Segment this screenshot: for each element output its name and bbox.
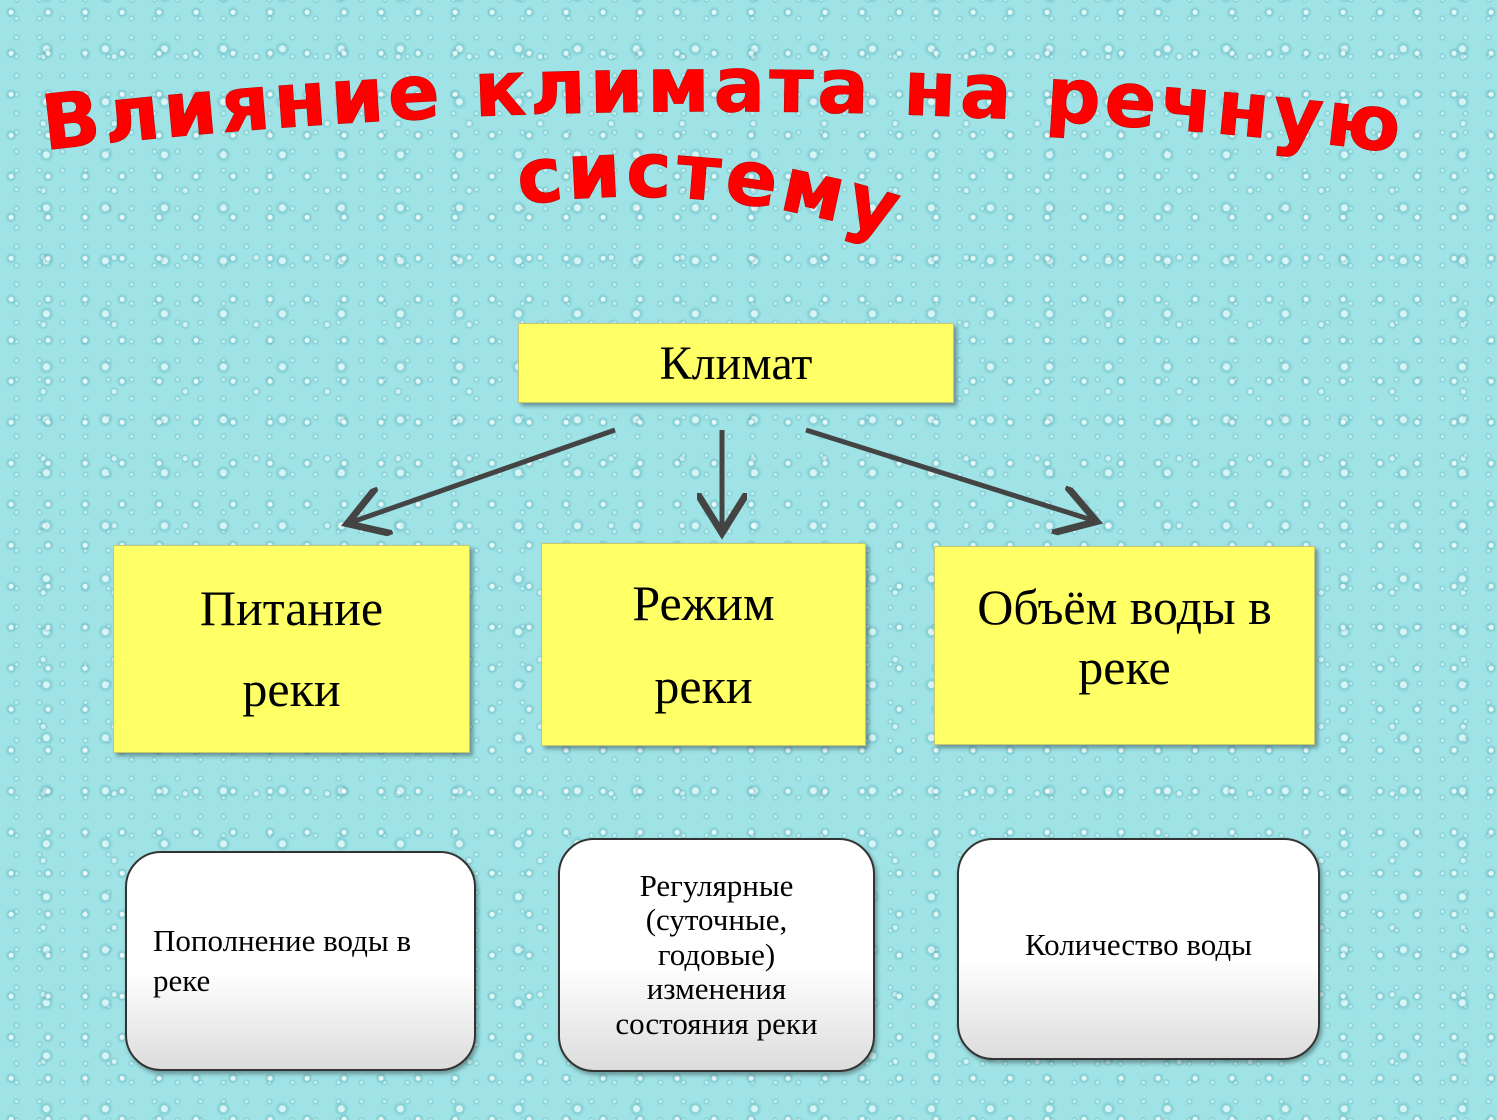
description-box-rezhim: Регулярные (суточные, годовые) изменения… <box>558 838 875 1072</box>
category-label: Питание реки <box>199 580 384 717</box>
arrow-to-pitanie <box>352 427 616 522</box>
category-box-pitanie: Питание реки <box>113 545 470 753</box>
description-box-obyom: Количество воды <box>957 838 1320 1060</box>
diagram-title: Влияние климата на речную систему <box>0 0 1497 300</box>
category-box-rezhim: Режим реки <box>541 543 866 746</box>
description-box-pitanie: Пополнение воды в реке <box>125 851 476 1071</box>
description-text: Пополнение воды в реке <box>153 923 412 998</box>
root-box-klimat: Климат <box>518 323 954 403</box>
category-label: Объём воды в реке <box>977 578 1272 695</box>
title-line-2: систему <box>512 125 914 255</box>
description-text: Количество воды <box>1024 927 1253 963</box>
category-box-obyom: Объём воды в реке <box>934 546 1315 745</box>
arrow-to-obyom <box>805 427 1092 520</box>
root-label: Климат <box>659 336 813 390</box>
description-text: Регулярные (суточные, годовые) изменения… <box>615 867 818 1041</box>
category-label: Режим реки <box>632 574 775 714</box>
